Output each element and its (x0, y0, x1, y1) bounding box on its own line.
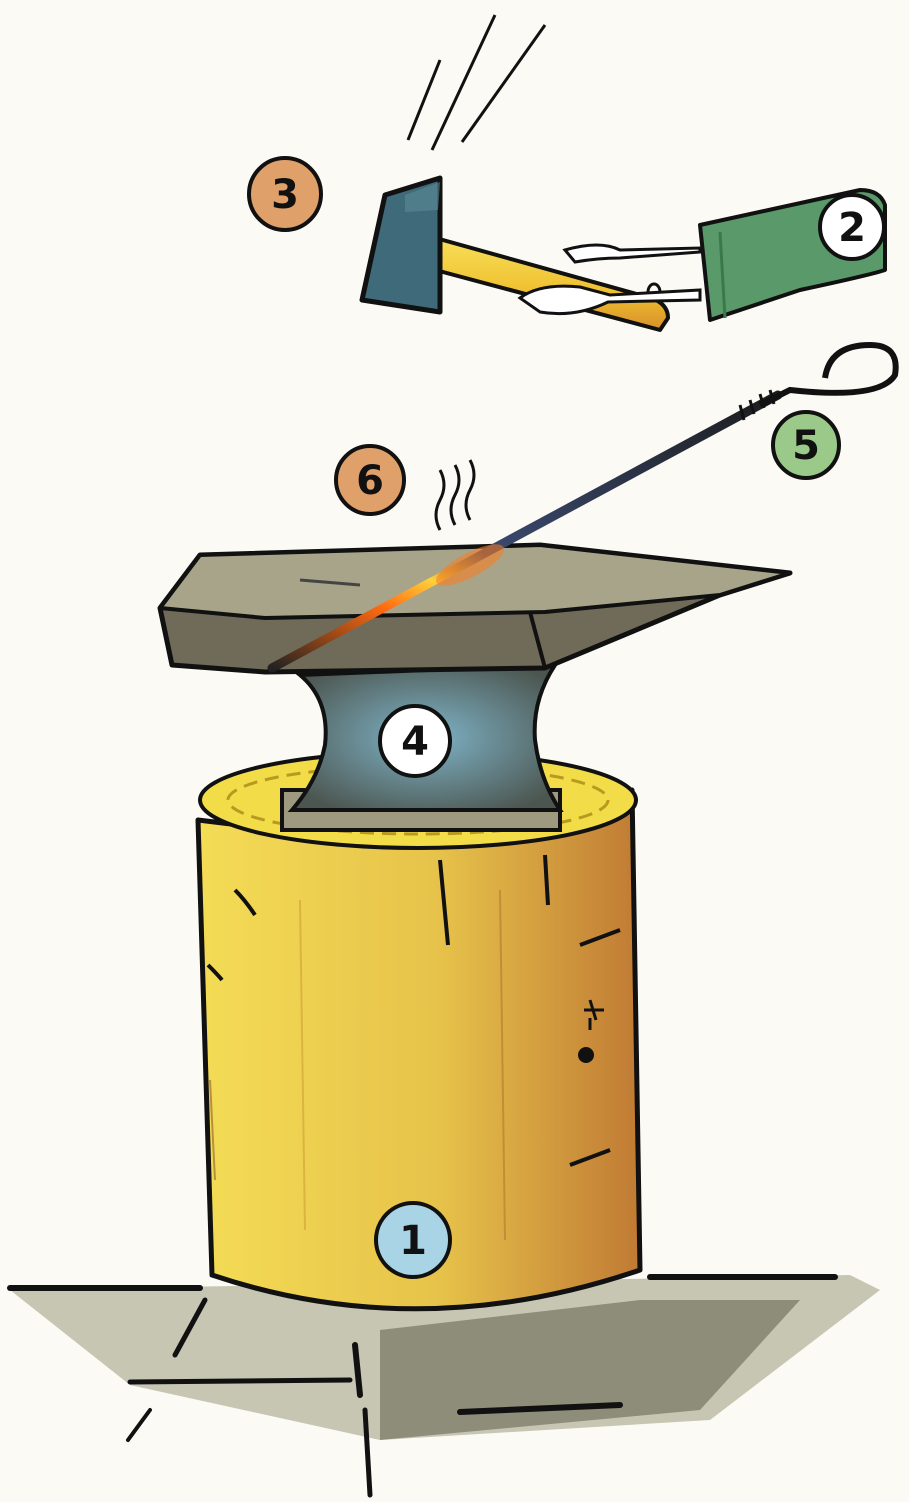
label-badge-stump: 1 (376, 1203, 450, 1277)
label-badge-anvil: 4 (380, 706, 450, 776)
label-number-5: 5 (792, 423, 820, 469)
motion-lines (408, 15, 545, 150)
label-badge-arm: 2 (820, 195, 884, 259)
label-badge-workpiece: 5 (773, 412, 839, 478)
label-badge-heat: 6 (336, 446, 404, 514)
label-badge-hammer: 3 (249, 158, 321, 230)
heat-wave-lines (436, 460, 474, 530)
label-number-1: 1 (399, 1218, 427, 1264)
label-number-6: 6 (356, 458, 384, 504)
label-number-2: 2 (838, 205, 866, 251)
label-number-3: 3 (271, 172, 299, 218)
label-number-4: 4 (401, 719, 429, 765)
